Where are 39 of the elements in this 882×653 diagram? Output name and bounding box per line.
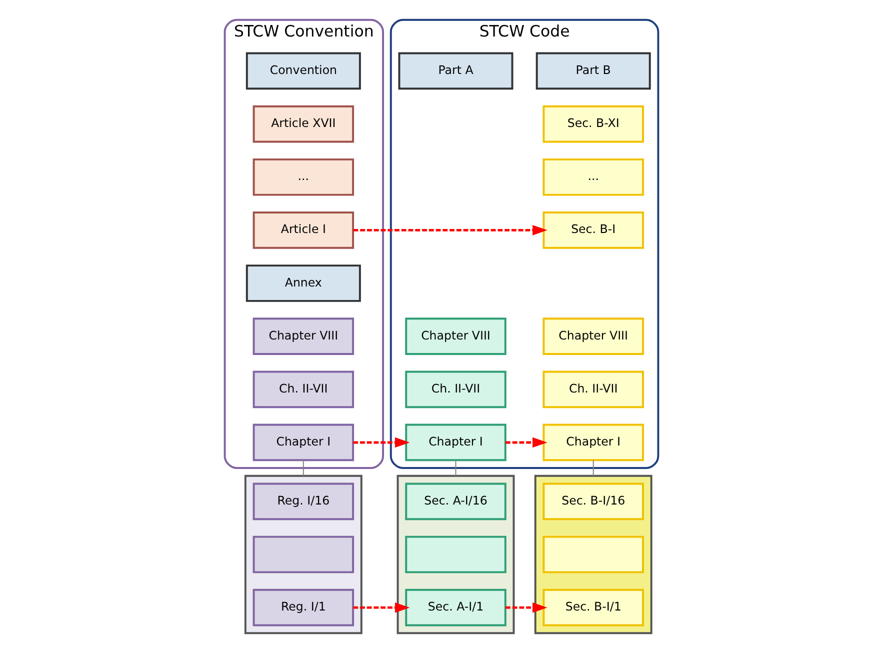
node-box: Chapter I <box>542 424 644 462</box>
cluster <box>534 474 652 634</box>
node-box: Annex <box>245 264 360 302</box>
node-box: Article I <box>252 212 354 249</box>
node-box: Ch. II-VII <box>404 370 506 408</box>
connector <box>592 460 594 476</box>
connector <box>302 460 304 476</box>
node-box: Sec. B-I/1 <box>542 588 644 626</box>
arrow <box>352 437 410 448</box>
node-box <box>542 536 644 574</box>
node-box: Chapter I <box>252 424 354 462</box>
arrow <box>352 602 410 613</box>
cluster <box>244 474 362 634</box>
node-box <box>404 536 506 574</box>
node-box: Chapter VIII <box>542 318 644 355</box>
node-box <box>252 536 354 574</box>
node-box: Ch. II-VII <box>542 370 644 408</box>
node-box: Sec. B-I <box>542 212 644 249</box>
node-box: Part B <box>535 52 650 90</box>
node-box: Chapter VIII <box>404 318 506 355</box>
cluster <box>396 474 514 634</box>
node-box: Sec. B-XI <box>542 105 644 143</box>
node-box: Sec. A-I/16 <box>404 482 506 520</box>
node-box: Chapter I <box>404 424 506 462</box>
arrow <box>352 225 547 236</box>
node-box: Convention <box>245 52 360 90</box>
node-box: ... <box>542 158 644 196</box>
connector <box>454 460 456 476</box>
node-box: Reg. I/16 <box>252 482 354 520</box>
node-box: Article XVII <box>252 105 354 143</box>
node-box: Sec. B-I/16 <box>542 482 644 520</box>
arrow <box>504 602 547 613</box>
node-box: ... <box>252 158 354 196</box>
node-box: Ch. II-VII <box>252 370 354 408</box>
node-box: Reg. I/1 <box>252 588 354 626</box>
arrow <box>504 437 547 448</box>
node-box: Part A <box>398 52 513 90</box>
node-box: Chapter VIII <box>252 318 354 355</box>
node-box: Sec. A-I/1 <box>404 588 506 626</box>
